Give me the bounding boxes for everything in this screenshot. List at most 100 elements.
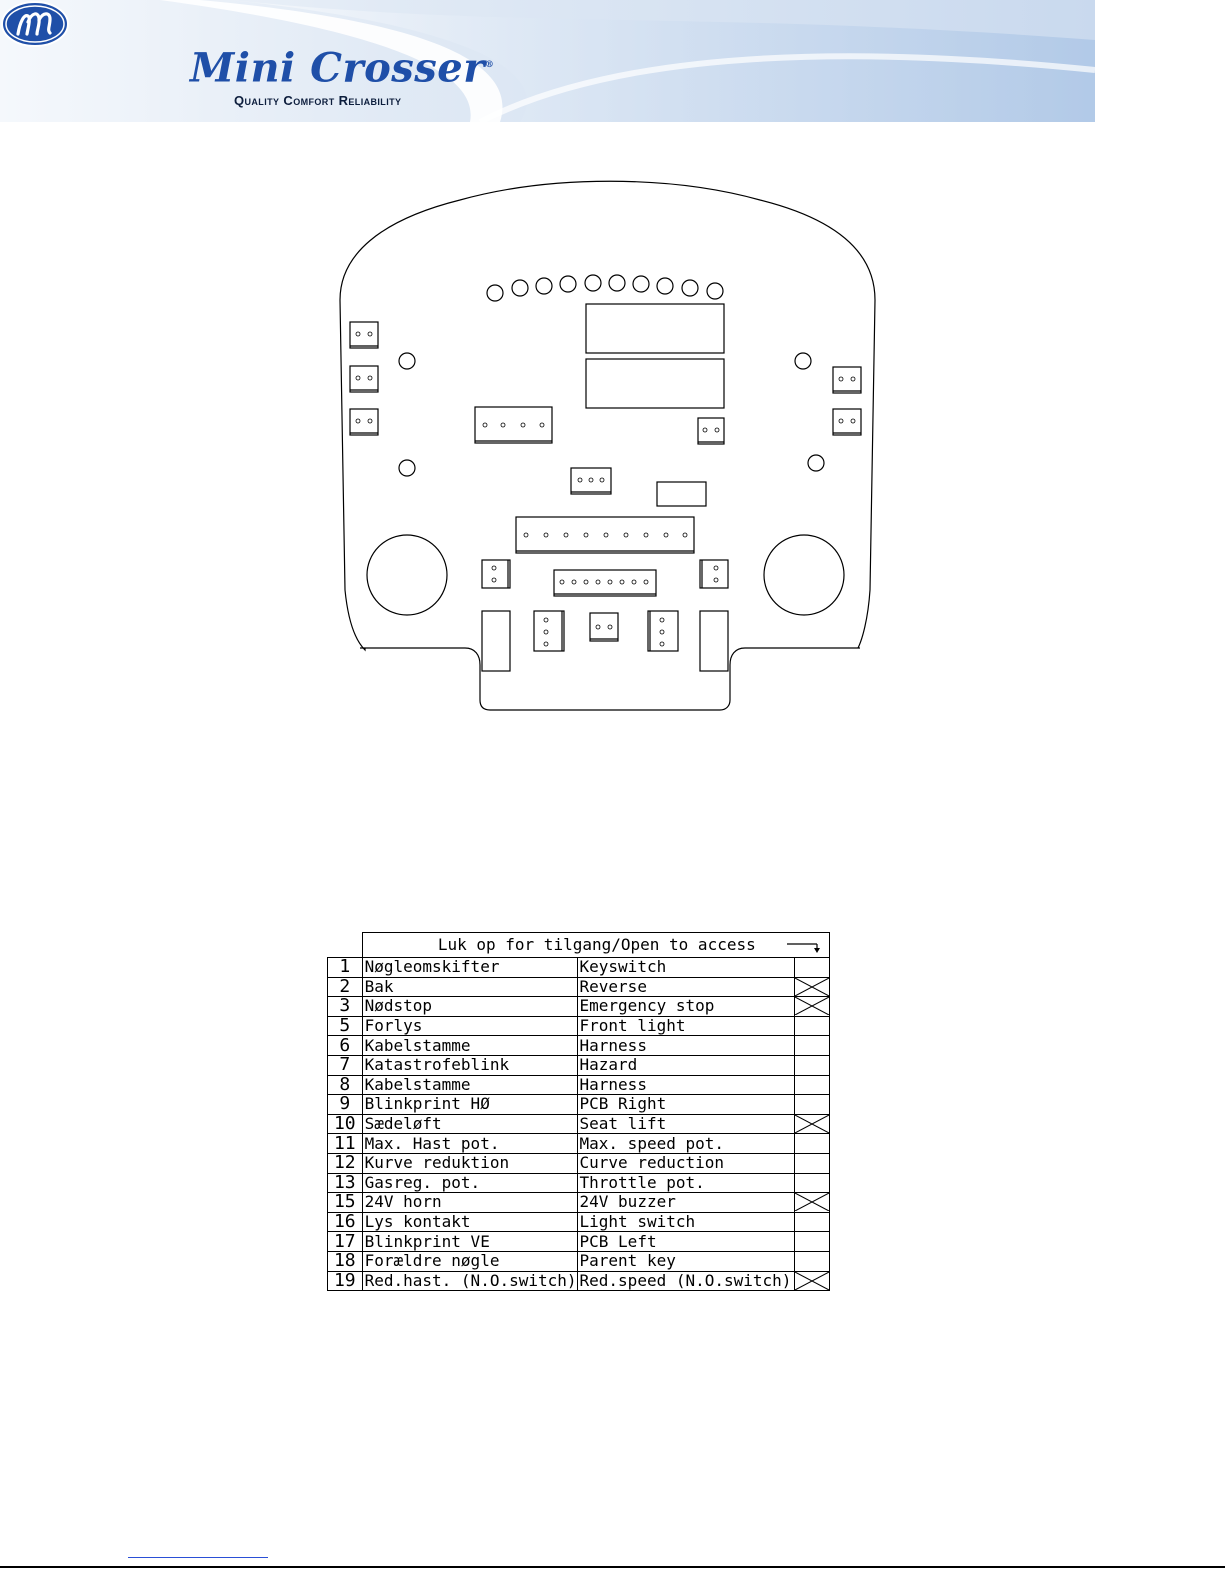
brand-name: Mini Crosser® xyxy=(190,44,494,89)
legend-english-label: Front light xyxy=(576,1015,795,1037)
legend-danish-label: Kurve reduktion xyxy=(361,1152,578,1174)
legend-mark-cell xyxy=(793,1270,831,1292)
legend-english-label: PCB Right xyxy=(576,1094,795,1115)
legend-number: 5 xyxy=(327,1015,363,1037)
legend-number: 7 xyxy=(327,1054,363,1076)
legend-mark-cell xyxy=(793,1250,831,1272)
legend-number: 9 xyxy=(327,1094,363,1115)
legend-english-label: 24V buzzer xyxy=(576,1192,795,1213)
legend-english-label: Harness xyxy=(576,1074,795,1096)
legend-mark-cell xyxy=(793,1133,831,1154)
cross-mark-icon xyxy=(795,1193,829,1212)
cross-mark-icon xyxy=(795,1271,829,1290)
legend-number: 17 xyxy=(327,1231,363,1252)
legend-english-label: Harness xyxy=(576,1035,795,1056)
legend-number: 8 xyxy=(327,1074,363,1096)
legend-english-label: Red.speed (N.O.switch) xyxy=(576,1270,795,1292)
legend-english-label: Emergency stop xyxy=(576,996,795,1017)
legend-english-label: PCB Left xyxy=(576,1231,795,1252)
legend-english-label: Max. speed pot. xyxy=(576,1133,795,1154)
legend-mark-cell xyxy=(793,1211,831,1233)
cross-mark-icon xyxy=(795,978,829,996)
legend-mark-cell xyxy=(793,996,831,1017)
legend-number: 18 xyxy=(327,1250,363,1272)
legend-header-row: Luk op for tilgang/Open to access xyxy=(328,932,831,958)
legend-danish-label: 24V horn xyxy=(361,1192,578,1213)
legend-danish-label: Red.hast. (N.O.switch) xyxy=(361,1270,578,1292)
legend-header-blank xyxy=(328,933,363,958)
legend-mark-cell xyxy=(793,1094,831,1115)
header-banner: Mini Crosser® Quality Comfort Reliabilit… xyxy=(0,0,1225,122)
legend-number: 1 xyxy=(327,957,363,978)
legend-number: 10 xyxy=(327,1113,363,1135)
legend-mark-cell xyxy=(793,976,831,998)
legend-english-label: Seat lift xyxy=(576,1113,795,1135)
legend-number: 13 xyxy=(327,1172,363,1194)
cross-mark-icon xyxy=(795,997,829,1016)
legend-danish-label: Nødstop xyxy=(361,996,578,1017)
legend-number: 11 xyxy=(327,1133,363,1154)
brand-registered-mark: ® xyxy=(484,60,495,70)
legend-english-label: Throttle pot. xyxy=(576,1172,795,1194)
legend-title-text: Luk op for tilgang/Open to access xyxy=(437,935,756,954)
legend-mark-cell xyxy=(793,1152,831,1174)
legend-mark-cell xyxy=(793,1015,831,1037)
legend-danish-label: Blinkprint HØ xyxy=(361,1094,578,1115)
footer-rule xyxy=(0,1566,1225,1568)
arrow-down-right-icon xyxy=(787,943,820,953)
legend-danish-label: Katastrofeblink xyxy=(361,1054,578,1076)
footer-link-underline xyxy=(128,1557,268,1558)
legend-number: 2 xyxy=(327,976,363,998)
legend-english-label: Parent key xyxy=(576,1250,795,1272)
legend-danish-label: Bak xyxy=(361,976,578,998)
legend-mark-cell xyxy=(793,1192,831,1213)
legend-number: 3 xyxy=(327,996,363,1017)
legend-title: Luk op for tilgang/Open to access xyxy=(361,932,831,958)
legend-danish-label: Forlys xyxy=(361,1015,578,1037)
legend-mark-cell xyxy=(793,1113,831,1135)
banner-swoosh-icon xyxy=(0,0,1096,122)
legend-number: 16 xyxy=(327,1211,363,1233)
legend-english-label: Light switch xyxy=(576,1211,795,1233)
legend-english-label: Curve reduction xyxy=(576,1152,795,1174)
brand-tagline: Quality Comfort Reliability xyxy=(234,93,402,108)
legend-number: 15 xyxy=(327,1192,363,1213)
legend-danish-label: Forældre nøgle xyxy=(361,1250,578,1272)
brand-text: Mini Crosser xyxy=(190,44,485,92)
legend-danish-label: Gasreg. pot. xyxy=(361,1172,578,1194)
m-circle-logo-icon xyxy=(1,1,69,47)
control-panel-pcb-outline-icon xyxy=(339,180,876,711)
legend-mark-cell xyxy=(793,1035,831,1056)
legend-number: 12 xyxy=(327,1152,363,1174)
legend-danish-label: Blinkprint VE xyxy=(361,1231,578,1252)
legend-number: 19 xyxy=(327,1270,363,1292)
legend-danish-label: Kabelstamme xyxy=(361,1074,578,1096)
legend-danish-label: Nøgleomskifter xyxy=(361,957,578,978)
legend-english-label: Keyswitch xyxy=(576,957,795,978)
cross-mark-icon xyxy=(795,1115,829,1133)
legend-mark-cell xyxy=(793,1054,831,1076)
legend-mark-cell xyxy=(793,1074,831,1096)
legend-danish-label: Max. Hast pot. xyxy=(361,1133,578,1154)
legend-english-label: Reverse xyxy=(576,976,795,998)
legend-danish-label: Lys kontakt xyxy=(361,1211,578,1233)
legend-danish-label: Kabelstamme xyxy=(361,1035,578,1056)
legend-mark-cell xyxy=(793,1172,831,1194)
